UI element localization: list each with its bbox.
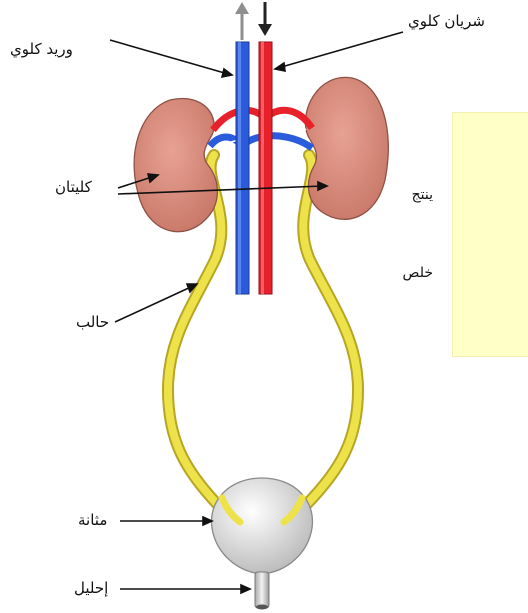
bladder — [212, 478, 313, 574]
renal-artery-vessel — [259, 42, 272, 294]
renal-artery-label: شريان كلوي — [408, 12, 485, 30]
ureter-label: حالب — [76, 313, 109, 331]
note-box: ينتج خلص — [452, 112, 528, 357]
renal-vein-vessel — [236, 42, 249, 294]
note-line-1: ينتج — [412, 187, 433, 203]
kidneys-label: كليتان — [55, 178, 92, 196]
bladder-label: مثانة — [78, 511, 107, 529]
note-line-2: خلص — [403, 265, 433, 281]
down-arrow-icon — [258, 2, 272, 36]
right-kidney — [305, 77, 388, 219]
left-kidney — [134, 99, 217, 232]
urethra-label: إحليل — [74, 579, 108, 597]
renal-vein-label: وريد كلوي — [10, 40, 73, 58]
urethra — [255, 572, 269, 608]
up-arrow-icon — [235, 2, 249, 40]
